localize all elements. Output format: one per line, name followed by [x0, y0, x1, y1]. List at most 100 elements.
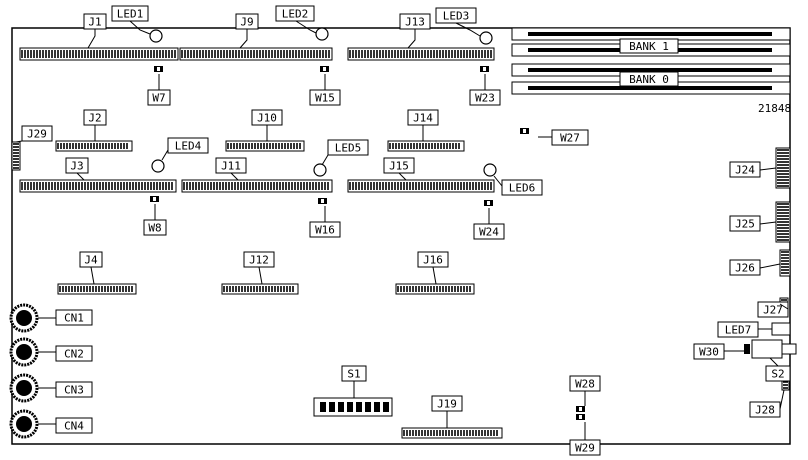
bank-0-label: BANK 0: [629, 73, 669, 86]
cn4-label-box: [55, 417, 93, 434]
led2-leader: [295, 20, 319, 35]
w16-label: W16: [315, 224, 335, 237]
j11-leader: [230, 172, 239, 181]
cn1-core: [16, 310, 32, 326]
diagram-id-number: 21848: [758, 102, 791, 115]
w27-label: W27: [560, 132, 580, 145]
j15-leader: [398, 172, 407, 181]
simm-slot: [528, 32, 772, 36]
led4-lamp: [151, 159, 165, 173]
j12-label: J12: [249, 254, 269, 267]
j29-label-box: [21, 125, 53, 142]
led5-label: LED5: [335, 142, 362, 155]
j14-label: J14: [413, 112, 433, 125]
led2-label-box: [275, 5, 315, 22]
j1-leader: [87, 29, 96, 49]
w30-block: [744, 344, 750, 354]
s1-toggle: [347, 402, 353, 412]
s1-toggle: [356, 402, 362, 412]
led5-lamp: [313, 163, 327, 177]
led4-label: LED4: [175, 140, 202, 153]
led2-label: LED2: [282, 8, 309, 21]
led3-lamp: [479, 31, 493, 45]
cn2-label-box: [55, 345, 93, 362]
j28-leader: [779, 389, 785, 410]
s1-toggle: [374, 402, 380, 412]
w23-label: W23: [475, 92, 495, 105]
j27-leader: [779, 303, 789, 310]
j29-leader: [15, 140, 23, 143]
memory-banks: BANK 1 BANK 0: [511, 27, 791, 95]
j13-label: J13: [405, 16, 425, 29]
board-outline: [11, 27, 791, 445]
led7-label: LED7: [725, 324, 752, 337]
led6-label: LED6: [509, 182, 536, 195]
s1-toggle: [383, 402, 389, 412]
j10-header: [225, 140, 305, 152]
j4-header: [57, 283, 137, 295]
led1-leader: [129, 20, 151, 35]
j3-header: [19, 179, 177, 193]
j4-leader: [90, 266, 95, 285]
j15-header: [347, 179, 495, 193]
s1-toggle: [338, 402, 344, 412]
bank-label-box: [619, 71, 679, 87]
s2-switch-body: [751, 339, 783, 359]
j4-label: J4: [84, 254, 98, 267]
j15-label: J15: [389, 160, 409, 173]
cn1-label: CN1: [64, 312, 84, 325]
w15-gap: [323, 67, 326, 71]
w30-label: W30: [699, 346, 719, 359]
j9-label: J9: [240, 16, 253, 29]
j27-label: J27: [763, 304, 783, 317]
j10-label: J10: [257, 112, 277, 125]
w28-label: W28: [575, 378, 595, 391]
w23-gap: [483, 67, 486, 71]
w29-label: W29: [575, 442, 595, 455]
led4-leader: [161, 149, 169, 161]
j2-label: J2: [88, 112, 101, 125]
s2-switch-knob: [781, 343, 797, 355]
w24-label: W24: [479, 226, 499, 239]
cn4-label: CN4: [64, 420, 84, 433]
j3-leader: [76, 172, 85, 181]
j16-header: [395, 283, 475, 295]
j3-label: J3: [70, 160, 83, 173]
j26-leader: [759, 263, 781, 269]
j13-header: [347, 47, 495, 61]
j9-leader: [239, 29, 248, 49]
j29-label: J29: [27, 128, 47, 141]
w27-gap: [523, 129, 526, 133]
j25-label: J25: [735, 218, 755, 231]
led3-label: LED3: [443, 10, 470, 23]
j19-label: J19: [437, 398, 457, 411]
cn4-core: [16, 416, 32, 432]
led1-lamp: [149, 29, 163, 43]
led6-lamp: [483, 163, 497, 177]
led4-label-box: [167, 137, 209, 154]
w8-gap: [153, 197, 156, 201]
j26-header: [779, 249, 791, 277]
s1-toggle: [320, 402, 326, 412]
j12-leader: [258, 266, 263, 285]
j16-leader: [432, 266, 437, 285]
j24-label: J24: [735, 164, 755, 177]
s2-label: S2: [771, 368, 784, 381]
cn2-core: [16, 344, 32, 360]
w15-label: W15: [315, 92, 335, 105]
j27-label-box: [757, 301, 789, 318]
led6-label-box: [501, 179, 543, 196]
bank-1-label: BANK 1: [629, 40, 669, 53]
w24-gap: [487, 201, 490, 205]
s1-toggle: [329, 402, 335, 412]
w7-label: W7: [152, 92, 165, 105]
j28-label: J28: [755, 404, 775, 417]
j24-leader: [759, 167, 777, 171]
led5-label-box: [327, 139, 369, 156]
w29-gap: [579, 415, 582, 419]
led1-label: LED1: [117, 8, 144, 21]
led5-leader: [321, 154, 329, 166]
s1-label: S1: [347, 368, 360, 381]
j26-label: J26: [735, 262, 755, 275]
